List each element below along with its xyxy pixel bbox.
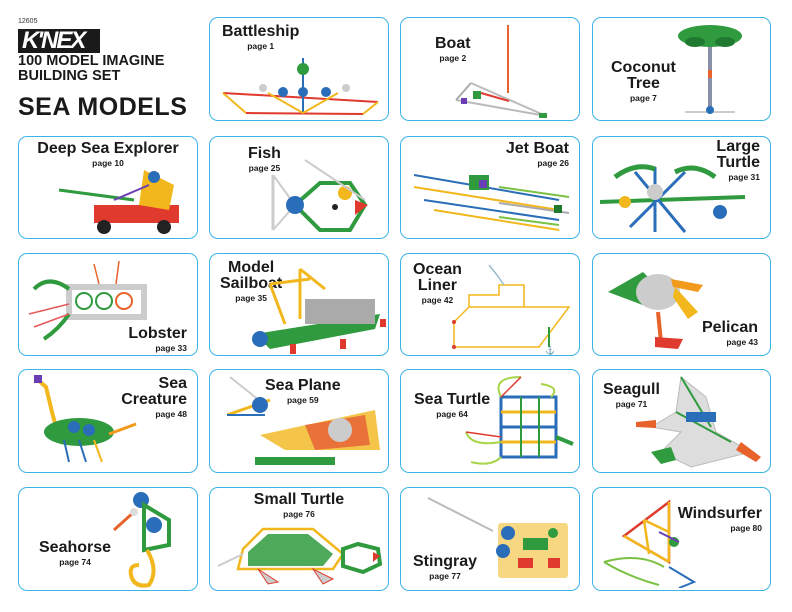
seahorse-model-image <box>112 492 171 588</box>
coconut-tree-model-image <box>678 25 742 114</box>
page-ref: page 31 <box>728 172 760 182</box>
page-ref: page 43 <box>726 337 758 347</box>
ocean-liner-model-image: ⚓ <box>452 264 571 355</box>
pelican-model-image <box>608 272 703 349</box>
page-ref: page 76 <box>283 509 315 519</box>
set-subtitle: 100 MODEL IMAGINE BUILDING SET <box>18 54 203 84</box>
page-ref: page 64 <box>436 409 468 419</box>
svg-text:⚓: ⚓ <box>545 345 555 355</box>
page-ref: page 71 <box>615 399 648 409</box>
large-turtle-model-image <box>599 164 746 233</box>
sea-plane-model-image <box>226 376 380 465</box>
boat-model-image <box>455 25 547 118</box>
page-ref: page 77 <box>429 571 461 581</box>
fish-model-image <box>271 159 368 232</box>
model-sailboat-model-image <box>252 267 386 354</box>
windsurfer-model-image <box>603 499 697 588</box>
product-code: 12605 <box>18 18 38 25</box>
page-ref: page 1 <box>247 41 275 51</box>
subtitle-line-1: 100 MODEL IMAGINE <box>18 53 165 69</box>
battleship-model-image <box>222 58 379 115</box>
deep-sea-explorer-model-image <box>58 170 179 234</box>
sea-creature-model-image <box>34 375 137 463</box>
seagull-model-image <box>636 376 761 468</box>
page-ref: page 42 <box>421 295 454 305</box>
sea-turtle-model-image <box>465 376 574 465</box>
page-ref: page 25 <box>248 163 281 173</box>
page-ref: page 74 <box>59 557 91 567</box>
page-ref: page 2 <box>439 53 467 63</box>
page-ref: page 35 <box>235 293 267 303</box>
page-ref: page 59 <box>286 395 319 405</box>
page-ref: page 7 <box>629 93 657 103</box>
page-ref: page 26 <box>537 158 569 168</box>
page-ref: page 33 <box>155 343 187 353</box>
small-turtle-model-image <box>218 527 383 585</box>
lobster-model-image <box>28 260 147 341</box>
subtitle-line-2: BUILDING SET <box>18 68 121 84</box>
page-ref: page 80 <box>730 523 762 533</box>
jet-boat-model-image <box>413 174 570 231</box>
stingray-model-image <box>427 497 568 578</box>
page-ref: page 10 <box>92 158 124 168</box>
knex-logo: K'NEX <box>18 29 100 53</box>
page-heading: SEA MODELS <box>18 93 188 121</box>
page-ref: page 48 <box>155 409 187 419</box>
